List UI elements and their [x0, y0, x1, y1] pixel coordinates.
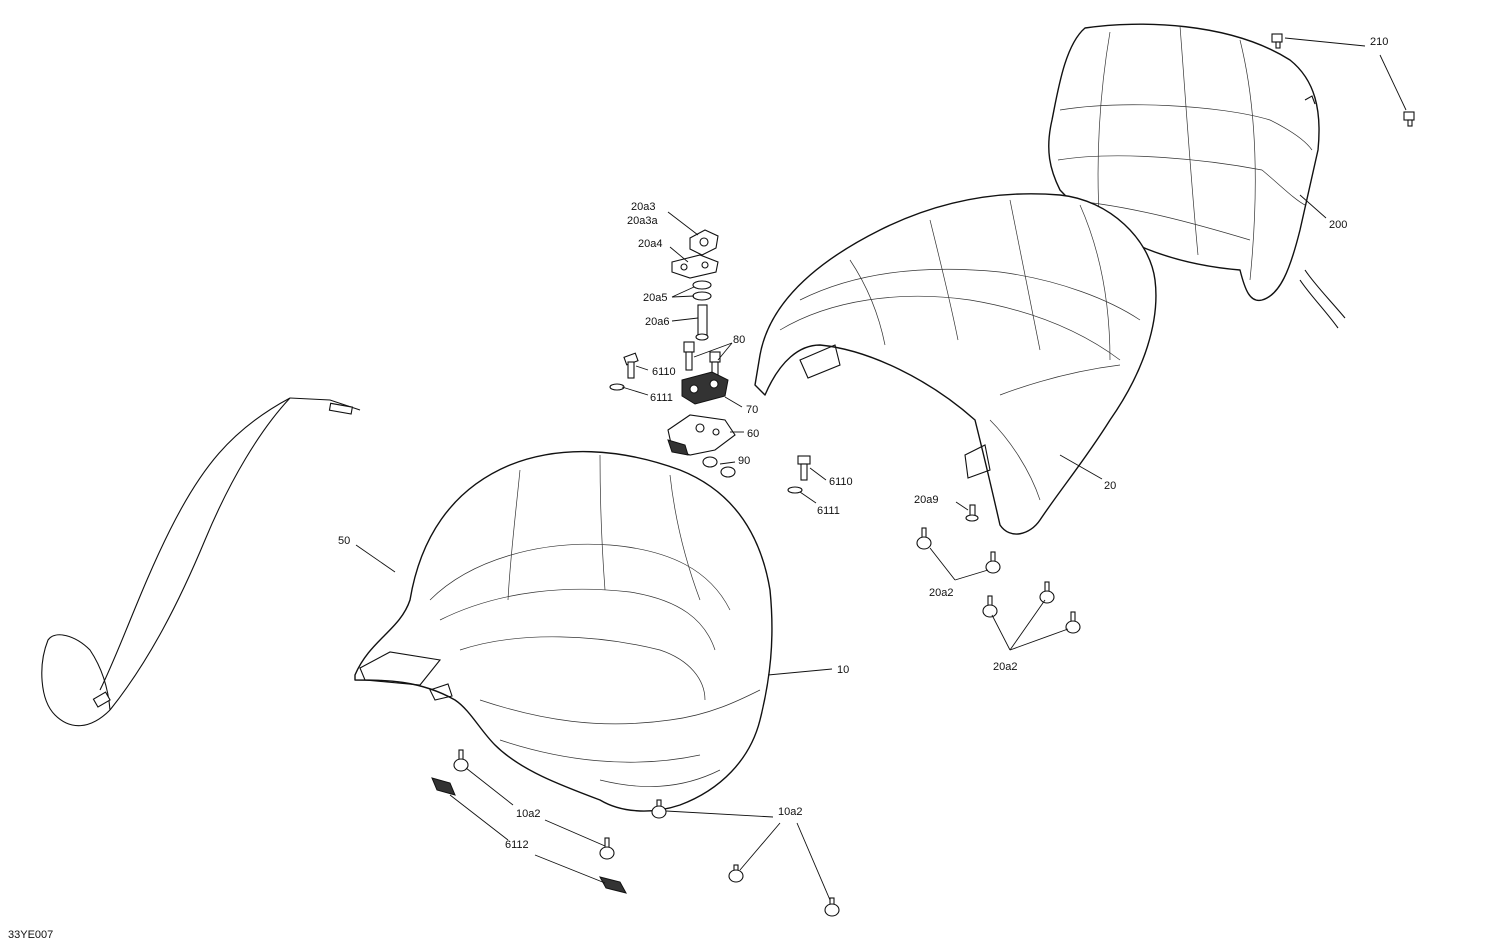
clips-6112	[431, 777, 627, 894]
callout-10: 10	[837, 664, 849, 676]
callout-90: 90	[738, 455, 750, 467]
callout-10a2-right: 10a2	[778, 806, 802, 818]
callout-210: 210	[1370, 36, 1388, 48]
callout-70: 70	[746, 404, 758, 416]
callout-20a2-lower: 20a2	[993, 661, 1017, 673]
screw-set-right	[787, 455, 811, 494]
callout-20a4: 20a4	[638, 238, 662, 250]
callout-10a2-left: 10a2	[516, 808, 540, 820]
callout-6110-left: 6110	[652, 366, 676, 378]
fastener-20a9	[965, 504, 979, 522]
callout-6111-right: 6111	[817, 505, 840, 517]
release-cable-50	[41, 397, 361, 727]
callout-20a9: 20a9	[914, 494, 938, 506]
bumpers-20a2	[916, 527, 1081, 634]
hardware-stack	[667, 229, 736, 478]
diagram-id: 33YE007	[8, 929, 53, 941]
passenger-seat-20	[754, 193, 1157, 535]
callout-80: 80	[733, 334, 745, 346]
callout-200: 200	[1329, 219, 1347, 231]
leader-lines	[355, 37, 1407, 901]
callout-20a2-upper: 20a2	[929, 587, 953, 599]
callout-20a3: 20a3	[631, 201, 655, 213]
screw-set-left	[609, 352, 639, 391]
callout-6112: 6112	[505, 839, 529, 851]
callout-60: 60	[747, 428, 759, 440]
driver-seat-10	[354, 450, 773, 812]
bumpers-10a2	[453, 749, 840, 917]
callout-20a5: 20a5	[643, 292, 667, 304]
screws-210	[1271, 33, 1415, 127]
callout-20a6: 20a6	[645, 316, 669, 328]
callout-50: 50	[338, 535, 350, 547]
callout-20a3a: 20a3a	[627, 215, 658, 227]
callout-6111-left: 6111	[650, 392, 673, 404]
callout-20: 20	[1104, 480, 1116, 492]
callout-6110-right: 6110	[829, 476, 853, 488]
